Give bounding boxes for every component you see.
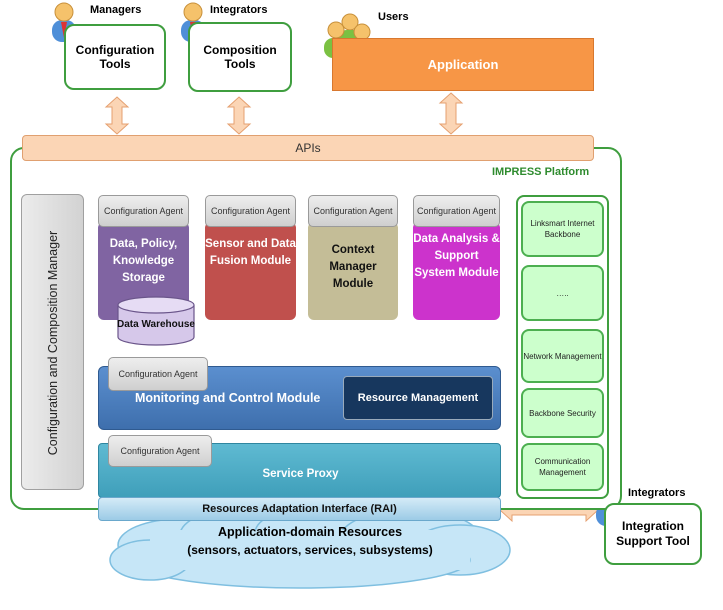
integrators-bottom-label: Integrators — [628, 487, 686, 499]
monitoring-config-agent[interactable]: Configuration Agent — [108, 357, 208, 391]
side-item-ellipsis[interactable]: ….. — [521, 265, 604, 321]
sensor-fusion-module[interactable]: Sensor and Data Fusion Module — [205, 222, 296, 320]
configuration-tools-label: Configuration Tools — [75, 43, 155, 71]
sensor-fusion-label: Sensor and Data Fusion Module — [205, 238, 296, 267]
config-composition-manager[interactable]: Configuration and Composition Manager — [21, 194, 84, 490]
integrators-top-label: Integrators — [210, 4, 268, 16]
context-manager-label: Context Manager Module — [329, 244, 377, 290]
resources-title: Application-domain Resources — [217, 525, 403, 539]
context-manager-config-agent[interactable]: Configuration Agent — [308, 195, 398, 227]
rai-label: Resources Adaptation Interface (RAI) — [202, 503, 397, 515]
resource-management-box[interactable]: Resource Management — [343, 376, 493, 420]
resources-subtitle: (sensors, actuators, services, subsystem… — [187, 543, 433, 557]
data-policy-config-agent[interactable]: Configuration Agent — [98, 195, 189, 227]
configuration-tools-box[interactable]: Configuration Tools — [64, 24, 166, 90]
application-label: Application — [427, 57, 499, 72]
arrow-configuration-apis — [104, 96, 130, 135]
users-label: Users — [378, 11, 409, 23]
integration-support-tool-label: Integration Support Tool — [616, 519, 690, 548]
service-proxy-label: Service Proxy — [262, 468, 339, 480]
arrow-composition-apis — [226, 96, 252, 135]
service-proxy-config-agent[interactable]: Configuration Agent — [108, 435, 212, 467]
integration-support-tool-box[interactable]: Integration Support Tool — [604, 503, 702, 565]
application-box[interactable]: Application — [332, 38, 594, 91]
data-analysis-config-agent[interactable]: Configuration Agent — [413, 195, 500, 227]
platform-label: IMPRESS Platform — [492, 166, 590, 178]
side-item-network-management[interactable]: Network Management — [521, 329, 604, 383]
side-item-linksmart[interactable]: Linksmart Internet Backbone — [521, 201, 604, 257]
composition-tools-box[interactable]: Composition Tools — [188, 22, 292, 92]
resource-management-label: Resource Management — [357, 392, 479, 404]
monitoring-control-label: Monitoring and Control Module — [135, 391, 321, 405]
context-manager-module[interactable]: Context Manager Module — [308, 222, 398, 320]
data-analysis-module[interactable]: Data Analysis & Support System Module — [413, 222, 500, 320]
data-analysis-label: Data Analysis & Support System Module — [413, 233, 500, 279]
apis-label: APIs — [295, 141, 321, 155]
side-item-communication-management[interactable]: Communication Management — [521, 443, 604, 491]
composition-tools-label: Composition Tools — [203, 43, 277, 71]
rai-bar[interactable]: Resources Adaptation Interface (RAI) — [98, 497, 501, 521]
apis-bar[interactable]: APIs — [22, 135, 594, 161]
data-policy-label: Data, Policy, Knowledge Storage — [109, 238, 178, 284]
config-composition-manager-label: Configuration and Composition Manager — [46, 230, 60, 456]
data-warehouse-cylinder[interactable]: Data Warehouse — [117, 296, 195, 346]
data-warehouse-label: Data Warehouse — [117, 319, 195, 330]
managers-label: Managers — [90, 4, 142, 16]
sensor-fusion-config-agent[interactable]: Configuration Agent — [205, 195, 296, 227]
side-item-backbone-security[interactable]: Backbone Security — [521, 388, 604, 438]
arrow-application-apis — [438, 92, 464, 135]
